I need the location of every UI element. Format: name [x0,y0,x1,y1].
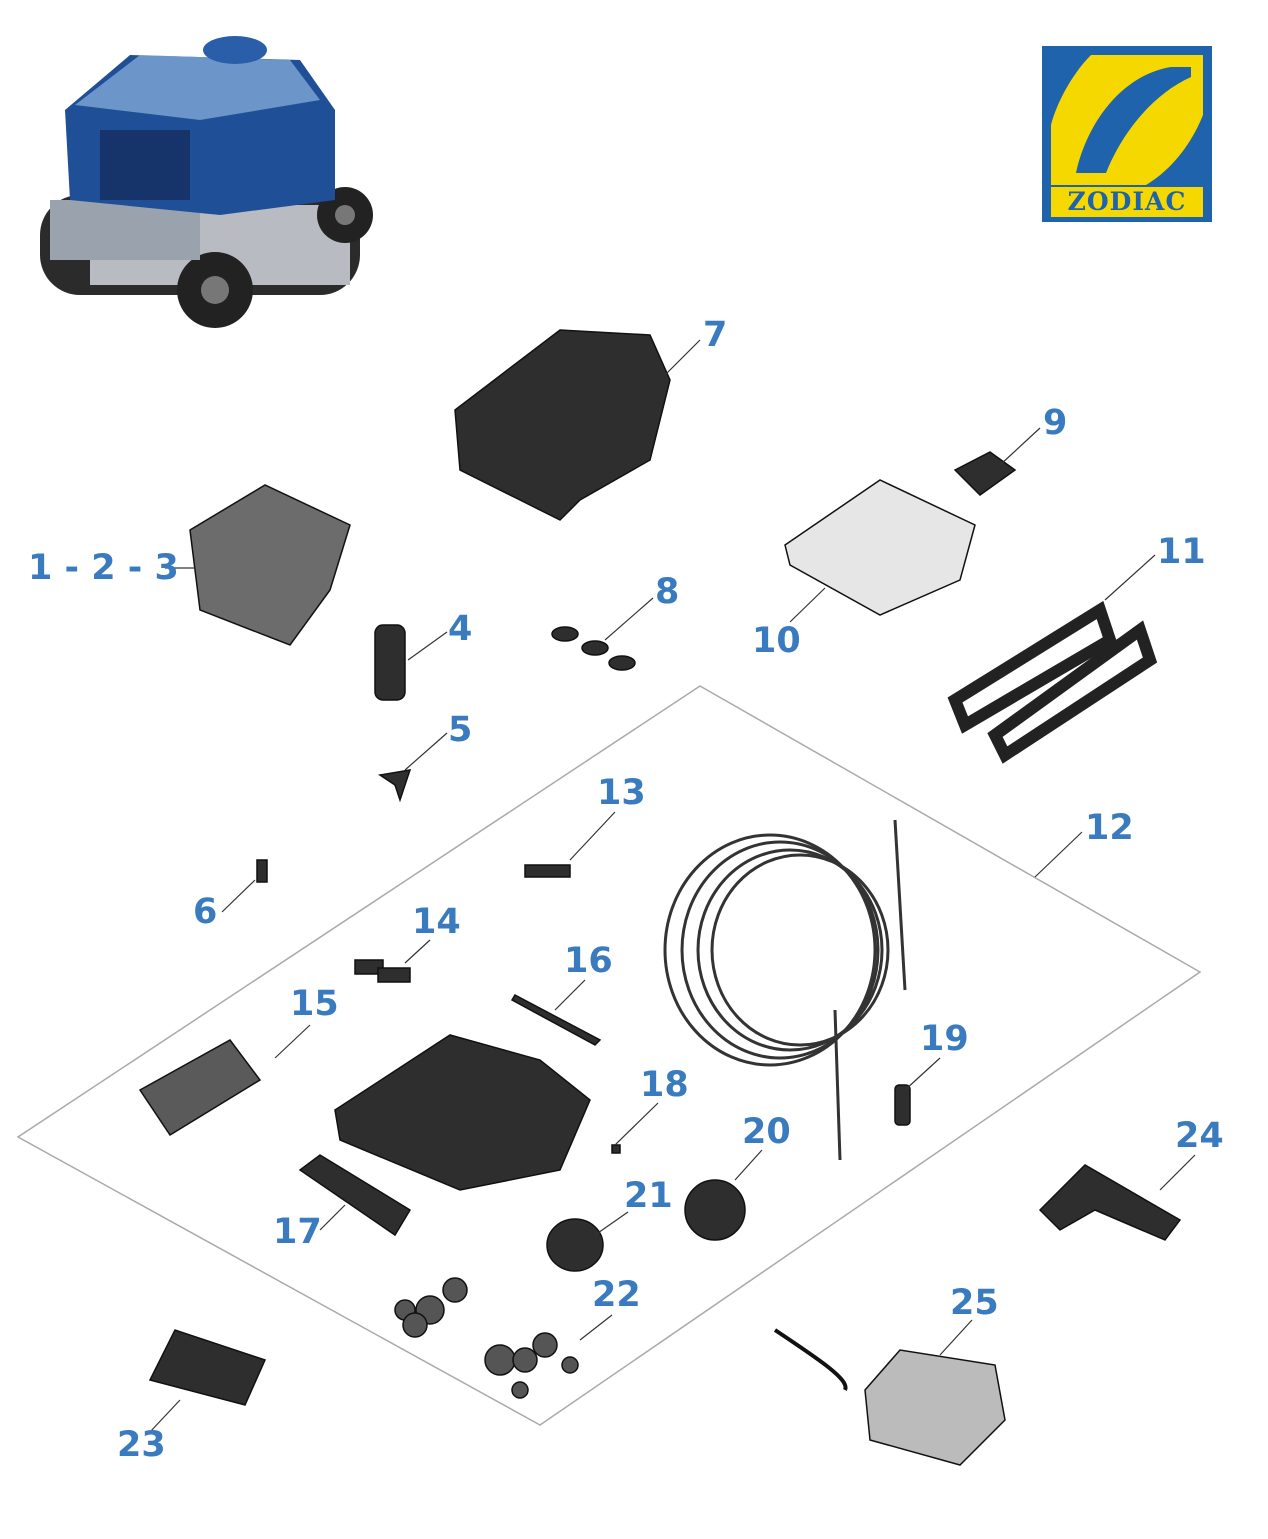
callout-11: 11 [1157,532,1206,572]
callout-18: 18 [640,1065,689,1105]
logo-z-mark [1051,55,1203,185]
part-20-wheel [684,1179,746,1241]
kit-12-outline [16,685,1202,1426]
callout-7: 7 [703,315,728,355]
part-15-brush-holder [138,1039,262,1137]
callout-25: 25 [950,1283,999,1323]
part-6-screws [256,859,268,883]
callout-8: 8 [655,572,680,612]
leader-lines [149,339,1196,1433]
callout-16: 16 [564,941,613,981]
part-9-clip [953,451,1017,496]
part-1-filter-basket [189,484,351,646]
callout-22: 22 [592,1275,641,1315]
callout-6: 6 [193,892,218,932]
callout-23: 23 [117,1425,166,1465]
part-8-caps [551,626,636,671]
callout-1-2-3: 1 - 2 - 3 [28,548,179,588]
part-25-power-supply [773,1328,1006,1466]
part-17-roller [298,1154,412,1237]
callout-5: 5 [448,710,473,750]
callout-9: 9 [1043,403,1068,443]
callout-10: 10 [752,621,801,661]
part-7-body [454,329,671,521]
part-18-small [611,1144,621,1154]
part-11-tracks [947,600,1158,764]
callout-4: 4 [448,609,473,649]
part-4-impeller [374,624,406,701]
part-10-lid [784,479,976,616]
callout-24: 24 [1175,1116,1224,1156]
part-chassis [334,1034,591,1191]
callout-21: 21 [624,1176,673,1216]
part-23-brush [148,1329,267,1406]
callout-15: 15 [290,984,339,1024]
part-14-pads [354,959,411,983]
robot-cleaner-image [40,36,373,328]
callout-20: 20 [742,1112,791,1152]
part-16-bar [510,994,602,1046]
zodiac-logo: ZODIAC [1042,46,1212,222]
callout-13: 13 [597,773,646,813]
part-22-gears [394,1277,579,1399]
part-21-wheel [546,1218,604,1272]
part-5-propeller [378,769,412,803]
part-24-handle [1038,1164,1182,1241]
part-19-swivel [894,1084,911,1126]
part-13-screws [524,864,571,878]
callout-12: 12 [1085,808,1134,848]
callout-14: 14 [412,902,461,942]
callout-19: 19 [920,1019,969,1059]
part-12-cable [663,819,907,1161]
logo-wordmark: ZODIAC [1051,187,1203,217]
callout-17: 17 [273,1212,322,1252]
